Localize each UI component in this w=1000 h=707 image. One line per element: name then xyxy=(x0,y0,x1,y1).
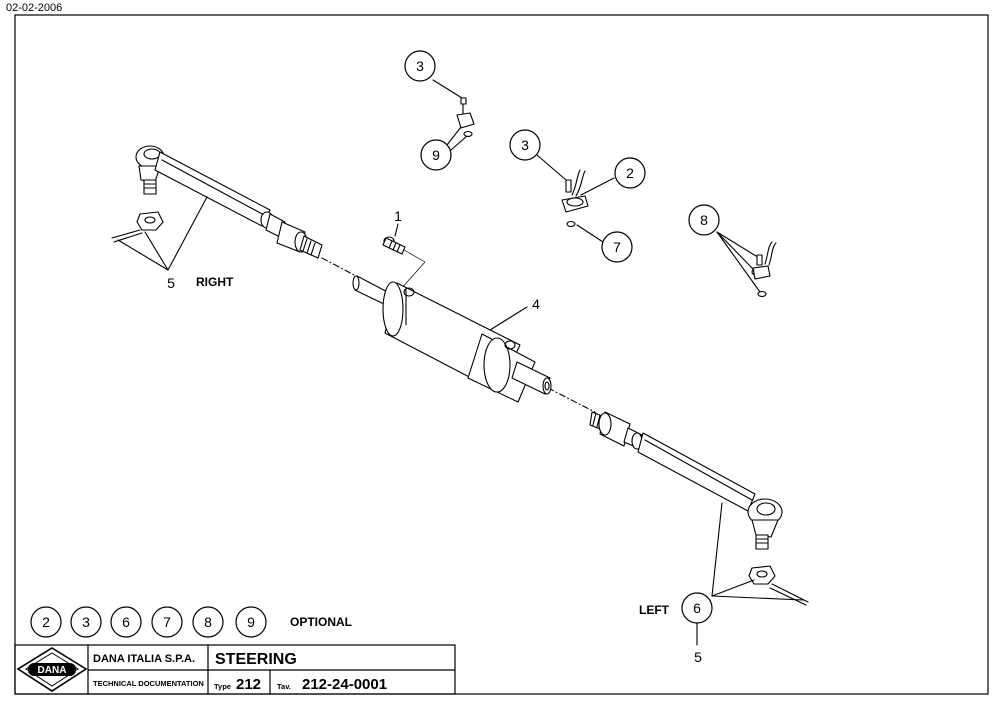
optional-parts-row: 2 3 6 7 8 9 OPTIONAL xyxy=(30,606,352,638)
optional-item: 8 xyxy=(204,614,212,630)
leader-6-left xyxy=(696,502,804,646)
callout-numbers: 3 9 3 2 7 8 6 1 4 5 5 xyxy=(167,58,708,665)
bolt-1 xyxy=(382,236,426,291)
optional-balloon-6 xyxy=(235,606,267,638)
parts-drawing xyxy=(111,79,809,646)
optional-balloon-5 xyxy=(192,606,224,638)
right-tie-rod xyxy=(111,145,323,259)
callout-1: 1 xyxy=(394,208,402,224)
callout-6: 6 xyxy=(693,600,701,616)
balloon-7 xyxy=(601,231,633,263)
dana-logo: DANA xyxy=(16,647,88,692)
optional-balloon-1 xyxy=(30,606,62,638)
drawing-frame xyxy=(14,14,989,695)
title-block: DANA DANA ITALIA S.P.A. TECHNICAL DOCUME… xyxy=(14,644,456,695)
callouts xyxy=(404,50,720,624)
sheet-date: 02-02-2006 xyxy=(6,2,63,14)
callout-5-left: 5 xyxy=(694,649,702,665)
steering-cylinder xyxy=(352,275,552,403)
balloon-2 xyxy=(614,157,646,189)
leader-1 xyxy=(394,223,399,237)
callout-5-right: 5 xyxy=(167,275,175,291)
callout-3-mid: 3 xyxy=(521,137,529,153)
drawing-title: STEERING xyxy=(215,651,297,668)
optional-item: 6 xyxy=(122,614,130,630)
optional-balloon-2 xyxy=(70,606,102,638)
tav-label: Tav. xyxy=(277,682,291,691)
callout-8: 8 xyxy=(700,212,708,228)
optional-item: 3 xyxy=(82,614,90,630)
optional-item: 7 xyxy=(163,614,171,630)
callout-9: 9 xyxy=(432,147,440,163)
leader-4 xyxy=(489,306,528,331)
balloon-8 xyxy=(688,204,720,236)
side-label-right: RIGHT xyxy=(196,275,234,289)
balloon-6 xyxy=(681,592,713,624)
tav-value: 212-24-0001 xyxy=(302,676,387,693)
logo-text: DANA xyxy=(38,665,67,676)
callout-4: 4 xyxy=(532,296,540,312)
fitting-group-8 xyxy=(716,231,777,298)
leader-5-right xyxy=(117,196,208,271)
optional-balloon-4 xyxy=(151,606,183,638)
callout-7: 7 xyxy=(613,239,621,255)
optional-balloon-3 xyxy=(110,606,142,638)
callout-3-top: 3 xyxy=(416,58,424,74)
balloon-3-top xyxy=(404,50,436,82)
grease-fitting-hose xyxy=(536,154,615,243)
type-value: 212 xyxy=(236,676,261,693)
side-label-left: LEFT xyxy=(639,603,670,617)
callout-2: 2 xyxy=(626,165,634,181)
optional-label: OPTIONAL xyxy=(290,615,352,629)
doc-type: TECHNICAL DOCUMENTATION xyxy=(93,679,204,688)
optional-item: 9 xyxy=(247,614,255,630)
grease-fitting-top xyxy=(432,79,475,151)
company-name: DANA ITALIA S.P.A. xyxy=(93,653,195,665)
balloon-9 xyxy=(420,139,452,171)
balloon-3-mid xyxy=(509,129,541,161)
optional-item: 2 xyxy=(42,614,50,630)
type-label: Type xyxy=(214,682,231,691)
left-tie-rod xyxy=(589,411,809,606)
